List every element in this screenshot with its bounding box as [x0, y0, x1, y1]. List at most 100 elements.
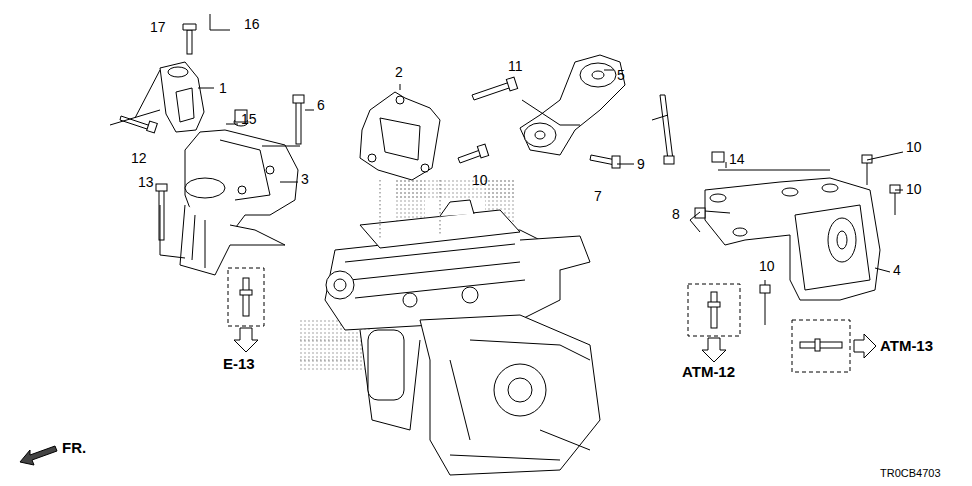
- callout-number: 5: [617, 67, 625, 83]
- engine-assembly: [395, 180, 515, 198]
- mount-part: [612, 156, 620, 168]
- mount-part: [238, 186, 246, 194]
- mount-part: [705, 178, 880, 300]
- leader-line: [604, 70, 614, 71]
- stud-icon: [240, 278, 842, 351]
- mount-part: [867, 163, 868, 185]
- engine-assembly: [450, 340, 590, 440]
- bracket-part: [396, 96, 404, 104]
- callout-number: 15: [241, 111, 257, 127]
- engine-assembly: [420, 315, 600, 475]
- leader-line: [280, 182, 298, 183]
- callout-number: 3: [301, 171, 309, 187]
- leader-line: [305, 110, 314, 111]
- mount-part: [168, 67, 188, 77]
- leader-line: [226, 124, 238, 125]
- engine-assembly: [325, 230, 560, 330]
- engine-assembly: [300, 178, 600, 475]
- mount-part: [837, 231, 847, 249]
- bolt: [293, 95, 304, 103]
- engine-assembly: [494, 364, 546, 416]
- reference-label: ATM-13: [880, 338, 933, 354]
- engine-assembly: [450, 430, 590, 460]
- callout-number: 10: [759, 258, 775, 274]
- callout-number: 12: [131, 150, 147, 166]
- bolt: [120, 95, 304, 240]
- callout-number: 1: [219, 80, 227, 96]
- mount-part: [580, 63, 616, 87]
- mount-part: [160, 24, 204, 132]
- bolt: [296, 102, 301, 144]
- mount-part: [664, 156, 674, 164]
- leader-line: [110, 70, 160, 125]
- mount-part: [220, 140, 270, 200]
- reference-label: ATM-12: [682, 364, 735, 380]
- stud-icon: [800, 342, 842, 348]
- engine-assembly: [368, 330, 404, 400]
- mount-part: [795, 205, 870, 290]
- engine-assembly: [440, 200, 474, 216]
- engine-assembly: [360, 330, 420, 430]
- stud-icon: [240, 290, 252, 295]
- callout-number: 6: [317, 97, 325, 113]
- mount-part: [705, 211, 730, 213]
- mount-part: [890, 185, 900, 193]
- engine-assembly: [345, 244, 525, 298]
- guide-dots: [300, 340, 360, 360]
- leader-line: [867, 152, 903, 160]
- leader-line: [652, 115, 668, 120]
- leader-line: [875, 268, 890, 272]
- mount-part: [895, 193, 896, 215]
- stud-icon: [243, 278, 249, 316]
- callout-number: 9: [637, 156, 645, 172]
- leader-line: [718, 170, 830, 171]
- hollow-arrow: [702, 338, 726, 362]
- engine-assembly: [334, 279, 346, 291]
- reference-label: E-13: [223, 356, 255, 372]
- callout-number: 13: [138, 174, 154, 190]
- mount-part: [520, 55, 674, 168]
- hollow-arrow: [854, 334, 876, 358]
- mount-part: [266, 166, 274, 174]
- mount-part: [760, 285, 770, 293]
- callout-number: 8: [672, 206, 680, 222]
- leader-line: [400, 84, 401, 90]
- front-arrow: [20, 446, 57, 465]
- callout-number: 14: [729, 151, 745, 167]
- callout-number: 2: [395, 64, 403, 80]
- callout-number: 10: [906, 181, 922, 197]
- engine-assembly: [508, 378, 532, 402]
- stud-icon: [708, 302, 720, 307]
- mount-part: [176, 88, 194, 122]
- mount-part: [592, 71, 604, 79]
- bolt: [458, 77, 518, 163]
- engine-assembly: [520, 236, 590, 270]
- mount-part: [187, 30, 192, 54]
- callout-number: 4: [893, 262, 901, 278]
- mount-part: [524, 123, 556, 147]
- mount-part: [180, 130, 298, 275]
- reference-box: [228, 268, 264, 326]
- mount-part: [160, 62, 204, 132]
- hollow-arrow: [234, 328, 876, 362]
- reference-box: [228, 268, 850, 372]
- front-arrow: [20, 446, 57, 465]
- leader-line: [690, 212, 700, 232]
- bolt: [156, 184, 167, 191]
- engine-assembly: [403, 293, 417, 307]
- mount-part: [710, 194, 726, 202]
- mount-part: [185, 178, 225, 198]
- leader-line: [210, 14, 230, 30]
- callout-number: 11: [508, 58, 523, 74]
- bolt: [506, 77, 517, 91]
- leader-line: [726, 162, 727, 168]
- callout-number: 16: [244, 16, 260, 32]
- mount-part: [782, 188, 798, 196]
- stud-icon: [711, 292, 717, 328]
- direction-label: FR.: [62, 440, 86, 456]
- leader-line: [522, 100, 580, 125]
- mount-part: [180, 205, 285, 275]
- mount-part: [183, 24, 196, 30]
- callout-number: 17: [150, 19, 166, 35]
